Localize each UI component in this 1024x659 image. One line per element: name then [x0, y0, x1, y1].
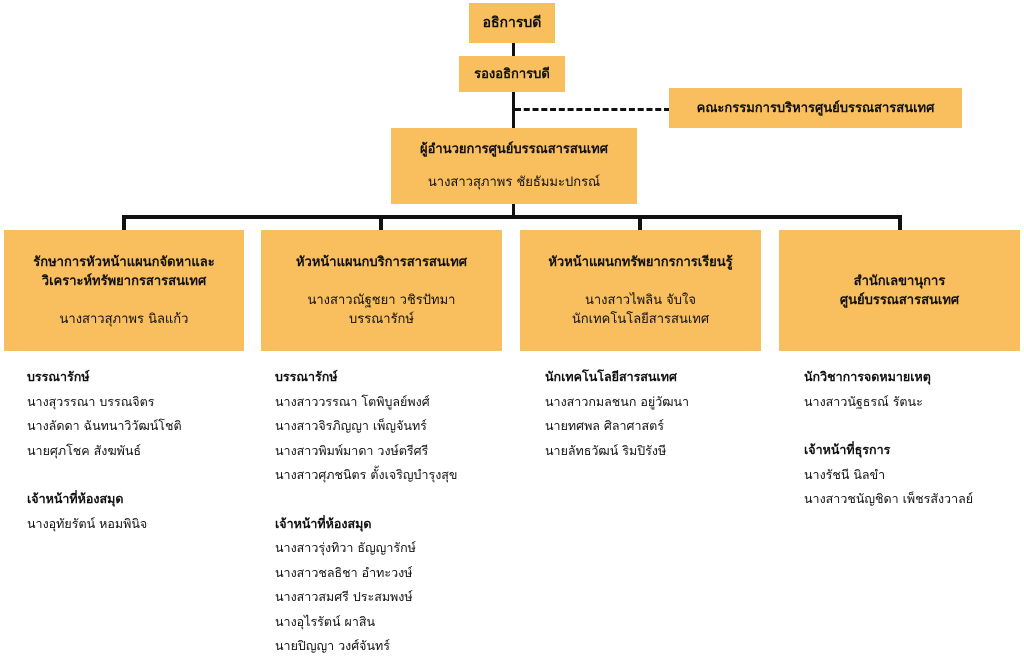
staff-member: นางสาววรรณา โตพิบูลย์พงศ์	[275, 393, 430, 409]
connector-line	[512, 204, 515, 217]
staff-group-heading: เจ้าหน้าที่ห้องสมุด	[275, 515, 372, 531]
staff-member: นางสาวพิมพ์มาดา วงษ์ตรีศรี	[275, 442, 429, 458]
staff-member: นางลัดดา ฉันทนาวิวัฒน์โชติ	[27, 418, 182, 433]
staff-member: นายปิญญา วงศ์จันทร์	[275, 638, 390, 653]
unit-title-line: หัวหน้าแผนกทรัพยากรการเรียนรู้	[548, 254, 733, 270]
secretariat-staff-list: นักวิชาการจดหมายเหตุ นางสาวนัฐธรณ์ รัตนะ…	[804, 365, 973, 512]
connector-line	[898, 215, 902, 230]
staff-group-heading: บรรณารักษ์	[275, 369, 338, 384]
unit-title-line: สำนักเลขานุการ	[853, 273, 946, 289]
staff-member: นางสุวรรณา บรรณจิตร	[27, 393, 155, 409]
staff-member: นางสาวศุภชนิตร ตั้งเจริญบำรุงสุข	[275, 467, 458, 482]
connector-line	[379, 215, 383, 230]
unit-title-line: ศูนย์บรรณสารสนเทศ	[839, 292, 960, 308]
connector-line	[512, 43, 515, 61]
acquisition-dept-box: รักษาการหัวหน้าแผนกจัดหาและ วิเคราะห์ทรั…	[4, 230, 244, 351]
staff-member: นางสาวจิรภิญญา เพ็ญจันทร์	[275, 418, 427, 433]
staff-group-heading: เจ้าหน้าที่ห้องสมุด	[27, 491, 124, 506]
staff-member: นางสาวชลธิชา อำทะวงษ์	[275, 564, 413, 580]
services-staff-list: บรรณารักษ์ นางสาววรรณา โตพิบูลย์พงศ์ นาง…	[275, 365, 457, 659]
director-name: นางสาวสุภาพร ชัยธัมมะปกรณ์	[427, 175, 601, 190]
connector-line	[638, 215, 642, 230]
learning-resources-staff-list: นักเทคโนโลยีสารสนเทศ นางสาวกมลชนก อยู่วั…	[545, 365, 689, 463]
staff-group-heading: บรรณารักษ์	[27, 369, 90, 384]
director-title: ผู้อำนวยการศูนย์บรรณสารสนเทศ	[419, 142, 609, 157]
president-title: อธิการบดี	[482, 14, 542, 31]
unit-head-name: นางสาวไพลิน จับใจ	[585, 292, 696, 308]
advisory-dashed-connector	[515, 108, 670, 111]
unit-head-name: นางสาวสุภาพร นิลแก้ว	[59, 311, 189, 327]
staff-member: นายลัทธวัฒน์ ริมปิรังษี	[545, 442, 667, 458]
staff-member: นางอุไรรัตน์ ผาสิน	[275, 613, 376, 629]
staff-member: นางสาวรุ่งทิวา ธัญญารักษ์	[275, 540, 416, 555]
staff-member: นางสาวชนัญชิดา เพ็ชรสังวาลย์	[804, 491, 974, 506]
staff-member: นายศุภโชค สังฆพันธ์	[27, 442, 142, 458]
unit-head-position: บรรณารักษ์	[349, 311, 414, 327]
staff-group-heading: นักเทคโนโลยีสารสนเทศ	[545, 369, 677, 384]
acquisition-staff-list: บรรณารักษ์ นางสุวรรณา บรรณจิตร นางลัดดา …	[27, 365, 182, 536]
unit-head-name: นางสาวณัฐชยา วชิรปัทมา	[307, 292, 456, 308]
staff-group-heading: นักวิชาการจดหมายเหตุ	[804, 369, 931, 384]
staff-member: นายทศพล ศิลาศาสตร์	[545, 418, 664, 433]
unit-head-position: นักเทคโนโลยีสารสนเทศ	[571, 311, 710, 327]
connector-line	[512, 92, 515, 130]
staff-group-heading: เจ้าหน้าที่ธุรการ	[804, 442, 891, 457]
staff-member: นางรัชนี นิลขำ	[804, 466, 886, 482]
committee-box: คณะกรรมการบริหารศูนย์บรรณสารสนเทศ	[669, 88, 962, 128]
unit-title-line: รักษาการหัวหน้าแผนกจัดหาและ	[33, 254, 215, 270]
connector-bar	[122, 215, 902, 219]
staff-member: นางสาวนัฐธรณ์ รัตนะ	[804, 393, 923, 409]
staff-member: นางสาวกมลชนก อยู่วัฒนา	[545, 393, 690, 409]
learning-resources-dept-box: หัวหน้าแผนกทรัพยากรการเรียนรู้ นางสาวไพล…	[520, 230, 761, 351]
vice-president-box: รองอธิการบดี	[459, 56, 565, 92]
services-dept-box: หัวหน้าแผนกบริการสารสนเทศ นางสาวณัฐชยา ว…	[261, 230, 502, 351]
vice-president-title: รองอธิการบดี	[474, 66, 550, 82]
unit-title-line: หัวหน้าแผนกบริการสารสนเทศ	[295, 254, 468, 270]
connector-line	[122, 215, 126, 230]
secretariat-box: สำนักเลขานุการ ศูนย์บรรณสารสนเทศ	[779, 230, 1020, 351]
staff-member: นางสาวสมศรี ประสมพงษ์	[275, 589, 413, 604]
unit-title-line: วิเคราะห์ทรัพยากรสารสนเทศ	[41, 273, 207, 289]
staff-member: นางอุทัยรัตน์ หอมพินิจ	[27, 515, 148, 531]
committee-title: คณะกรรมการบริหารศูนย์บรรณสารสนเทศ	[696, 100, 935, 116]
director-box: ผู้อำนวยการศูนย์บรรณสารสนเทศ นางสาวสุภาพ…	[391, 128, 637, 204]
president-box: อธิการบดี	[469, 3, 555, 43]
